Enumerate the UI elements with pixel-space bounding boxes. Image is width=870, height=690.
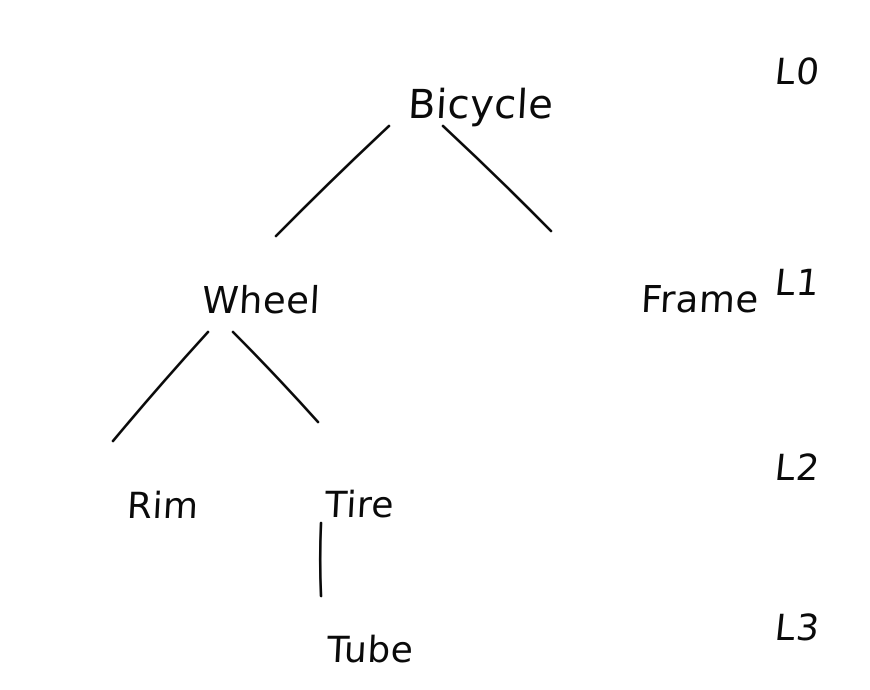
node-tire[interactable]: Tire <box>323 485 396 526</box>
level-label-l2: L2 <box>772 448 823 489</box>
edge-wheel-rim <box>111 330 210 443</box>
node-tube[interactable]: Tube <box>325 630 415 671</box>
node-bicycle[interactable]: Bicycle <box>406 82 555 128</box>
level-label-l0: L0 <box>772 52 823 93</box>
node-wheel[interactable]: Wheel <box>200 279 322 322</box>
level-label-l1: L1 <box>772 263 823 304</box>
edge-wheel-tire <box>231 330 320 424</box>
edge-bicycle-frame <box>441 124 553 233</box>
node-rim[interactable]: Rim <box>125 486 200 527</box>
edge-bicycle-wheel <box>274 124 391 238</box>
node-frame[interactable]: Frame <box>639 278 760 321</box>
level-label-l3: L3 <box>772 608 823 649</box>
edge-tire-tube <box>318 521 323 598</box>
